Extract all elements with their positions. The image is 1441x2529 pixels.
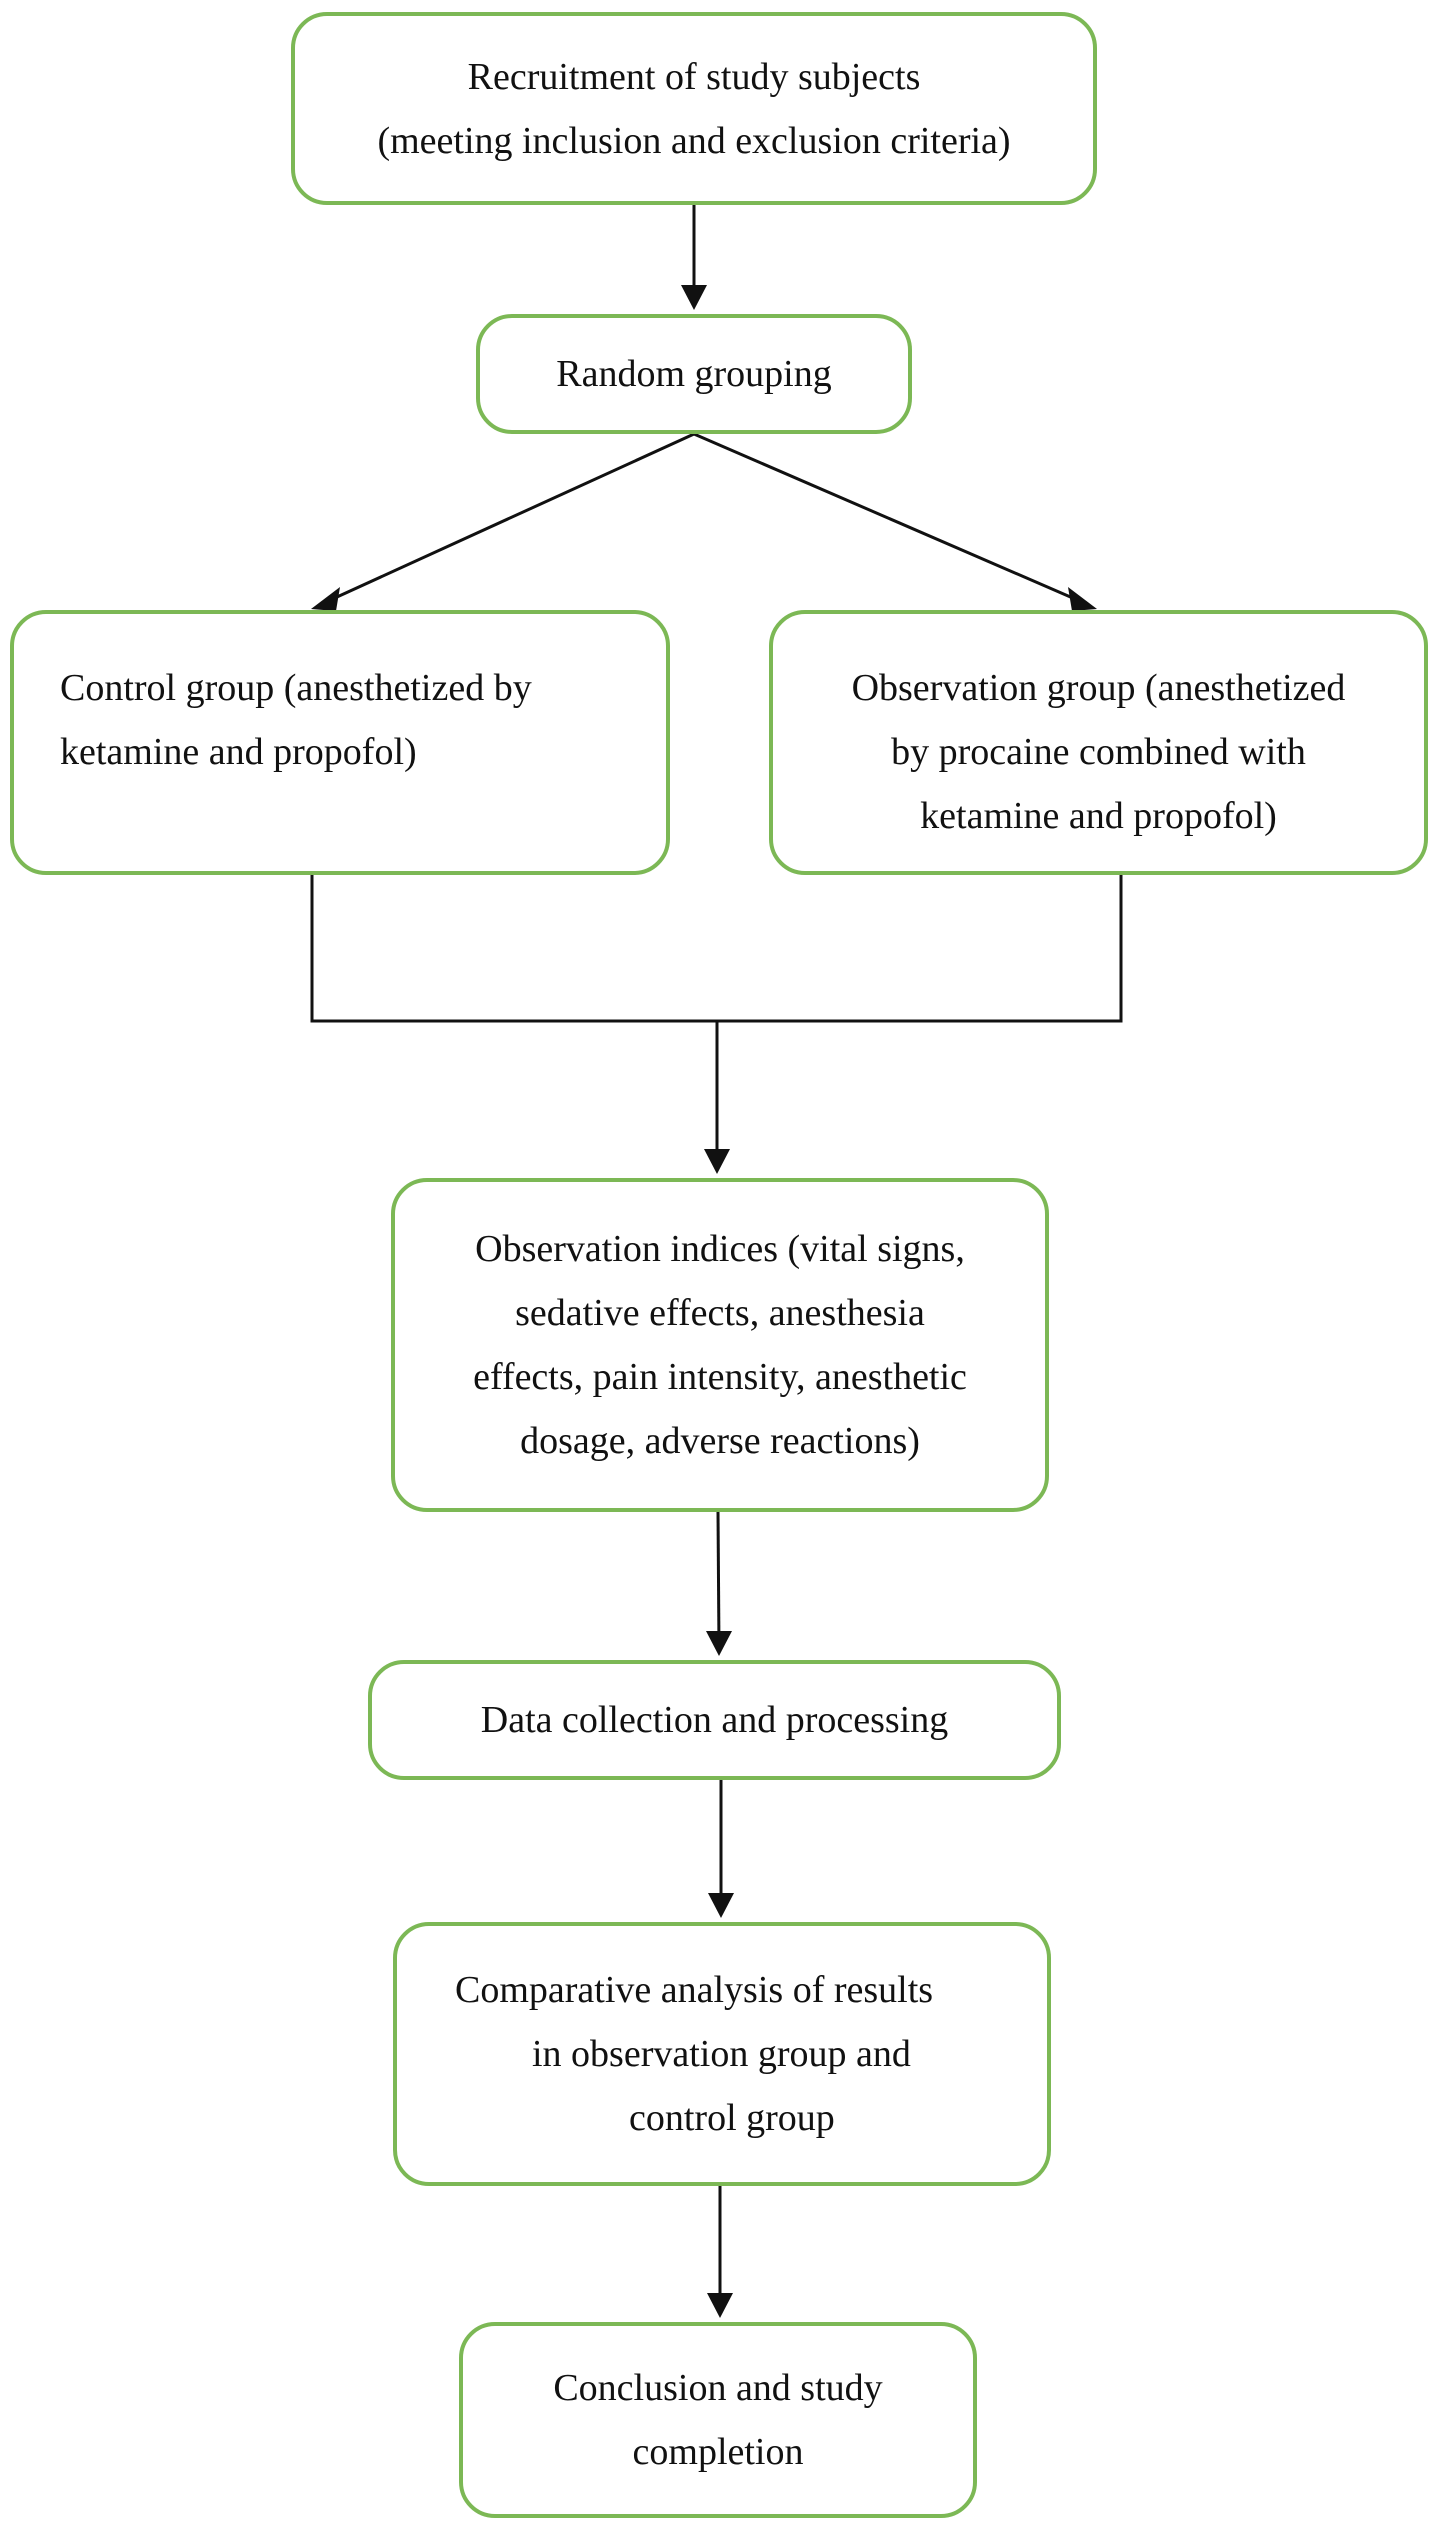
arrow-indices-to-data xyxy=(716,1511,721,1649)
comparative-line-2: in observation group and xyxy=(532,2033,911,2075)
arrowhead-data-to-comparative xyxy=(708,1893,734,1918)
data-collection-label: Data collection and processing xyxy=(480,1699,949,1741)
data-collection-box: Data collection and processing xyxy=(368,1660,1061,1780)
recruitment-line-2: (meeting inclusion and exclusion criteri… xyxy=(377,119,1011,162)
merge-line-control xyxy=(310,866,1123,1023)
recruitment-box: Recruitment of study subjects (meeting i… xyxy=(291,12,1097,205)
observation-group-line-1: Observation group (anesthetized xyxy=(851,667,1346,709)
conclusion-line-1: Conclusion and study xyxy=(553,2367,883,2409)
control-group-box: Control group (anesthetized by ketamine … xyxy=(10,610,670,875)
arrowhead-comparative-to-conclusion xyxy=(707,2293,733,2318)
indices-line-3: effects, pain intensity, anesthetic xyxy=(473,1356,967,1398)
arrowhead-random-to-control xyxy=(311,587,340,611)
control-group-line-1: Control group (anesthetized by xyxy=(60,667,532,709)
observation-indices-box: Observation indices (vital signs, sedati… xyxy=(391,1178,1049,1512)
arrowhead-random-to-observation xyxy=(1068,587,1097,611)
conclusion-line-2: completion xyxy=(632,2431,804,2473)
indices-line-2: sedative effects, anesthesia xyxy=(515,1292,925,1334)
arrowhead-recruitment-to-random xyxy=(681,285,707,310)
observation-group-box: Observation group (anesthetized by proca… xyxy=(769,610,1428,875)
recruitment-line-1: Recruitment of study subjects xyxy=(467,55,921,98)
random-grouping-box: Random grouping xyxy=(476,314,912,434)
control-group-line-2: ketamine and propofol) xyxy=(60,731,417,773)
comparative-analysis-box: Comparative analysis of results in obser… xyxy=(393,1922,1051,2186)
observation-group-line-2: by procaine combined with xyxy=(891,731,1306,773)
indices-line-1: Observation indices (vital signs, xyxy=(475,1228,965,1270)
comparative-line-1: Comparative analysis of results xyxy=(455,1969,934,2011)
arrow-random-to-observation xyxy=(693,432,1083,604)
observation-group-line-3: ketamine and propofol) xyxy=(920,795,1277,837)
comparative-line-3: control group xyxy=(629,2097,835,2139)
conclusion-box: Conclusion and study completion xyxy=(459,2322,977,2518)
arrowhead-merge-to-indices xyxy=(704,1149,730,1174)
indices-line-4: dosage, adverse reactions) xyxy=(520,1420,920,1462)
random-grouping-label: Random grouping xyxy=(556,353,832,395)
arrow-random-to-control xyxy=(325,432,695,604)
arrowhead-indices-to-data xyxy=(706,1631,732,1656)
